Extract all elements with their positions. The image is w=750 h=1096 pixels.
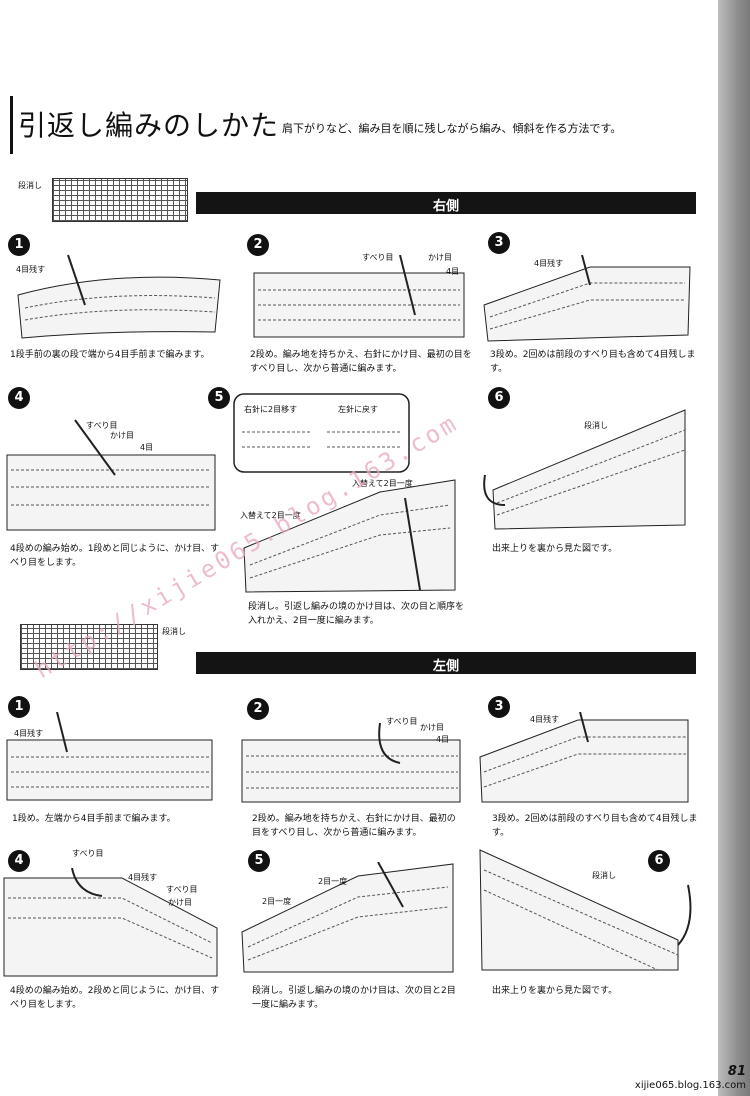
right-step-4-tag-1: すべり目: [86, 421, 118, 430]
right-step-3-number: 3: [488, 232, 510, 254]
right-step-5-callout-bubble: [233, 393, 410, 473]
page-title: 引返し編みのしかた: [18, 109, 280, 142]
left-section-bar: 左側: [196, 652, 696, 674]
left-step-6-number: 6: [648, 850, 670, 872]
right-step-5-tag-1: 右針に2目移す: [244, 405, 298, 414]
right-step-5-tag-2: 左針に戻す: [338, 405, 378, 414]
right-section-label: 右側: [432, 199, 459, 214]
title-rule: [10, 96, 13, 154]
page-subtitle: 肩下がりなど、編み目を順に残しながら編み、傾斜を作る方法です。: [282, 122, 622, 135]
left-step-5-illustration: [241, 862, 454, 973]
right-step-6-number: 6: [488, 387, 510, 409]
right-step-1-tag: 4目残す: [16, 265, 46, 274]
left-step-3-illustration: [479, 712, 689, 803]
left-step-4-tag-4: かけ目: [168, 898, 192, 907]
page-edge-strip: [718, 0, 750, 1096]
right-step-2-tag-2: かけ目: [428, 253, 452, 262]
left-step-4-caption: 4段めの編み始め。2段めと同じように、かけ目、すべり目をします。: [10, 986, 220, 1010]
left-step-4-tag-1: すべり目: [72, 849, 104, 858]
left-step-1-caption: 1段め。左端から4目手前まで編みます。: [12, 814, 176, 824]
left-step-5-tag-1: 2目一度: [318, 877, 348, 886]
right-step-2-illustration: [253, 255, 465, 338]
right-step-6-illustration: [483, 409, 686, 530]
right-step-2-caption: 2段め。編み地を持ちかえ、右針にかけ目、最初の目をすべり目し、次から普通に編みま…: [250, 350, 472, 374]
left-step-2-number: 2: [247, 698, 269, 720]
page-number: 81: [727, 1064, 746, 1079]
right-step-3-tag: 4目残す: [534, 259, 564, 268]
left-step-5-tag-2: 2目一度: [262, 897, 292, 906]
right-step-4-tag-2: かけ目: [110, 431, 134, 440]
right-step-4-tag-3: 4目: [140, 443, 154, 452]
left-step-2-illustration: [241, 722, 461, 803]
left-step-3-number: 3: [488, 696, 510, 718]
right-step-2-tag-3: 4目: [446, 267, 460, 276]
left-step-4-tag-3: すべり目: [166, 885, 198, 894]
left-step-6-caption: 出来上りを裏から見た図です。: [492, 986, 618, 996]
right-step-1-caption: 1段手前の裏の段で端から4目手前まで編みます。: [10, 350, 210, 360]
right-step-5-illustration: [243, 479, 456, 593]
right-step-2-tag-1: すべり目: [362, 253, 394, 262]
right-step-5-caption: 段消し。引返し編みの境のかけ目は、次の目と順序を入れかえ、2目一度に編みます。: [248, 602, 465, 626]
left-step-2-tag-2: かけ目: [420, 723, 444, 732]
left-step-6-tag: 段消し: [592, 871, 616, 880]
right-step-2-number: 2: [247, 234, 269, 256]
right-section-bar: 右側: [196, 192, 696, 214]
right-step-4-number: 4: [8, 387, 30, 409]
left-step-1-number: 1: [8, 696, 30, 718]
left-step-5-number: 5: [248, 850, 270, 872]
right-step-6-tag: 段消し: [584, 421, 608, 430]
left-step-2-caption: 2段め。編み地を持ちかえ、右針にかけ目、最初の目をすべり目し、次から普通に編みま…: [252, 814, 456, 838]
right-step-5-number: 5: [208, 387, 230, 409]
left-chart-grid: [20, 624, 158, 670]
left-step-1-tag: 4目残す: [14, 729, 44, 738]
left-grid-label: 段消し: [162, 627, 186, 636]
right-step-1-number: 1: [8, 234, 30, 256]
left-step-2-tag-3: 4目: [436, 735, 450, 744]
left-step-4-tag-2: 4目残す: [128, 873, 158, 882]
left-step-6-illustration: [479, 849, 692, 971]
right-step-5-tag-4: 入替えて2目一度: [240, 511, 301, 520]
right-step-1-illustration: [17, 254, 221, 339]
left-step-4-number: 4: [8, 850, 30, 872]
right-step-4-illustration: [6, 419, 216, 531]
right-step-4-caption: 4段めの編み始め。1段めと同じように、かけ目、すべり目をします。: [10, 544, 220, 568]
right-step-3-illustration: [483, 255, 691, 342]
right-step-6-caption: 出来上りを裏から見た図です。: [492, 544, 618, 554]
left-step-5-caption: 段消し。引返し編みの境のかけ目は、次の目と2目一度に編みます。: [252, 986, 456, 1010]
left-step-3-tag: 4目残す: [530, 715, 560, 724]
left-section-label: 左側: [432, 659, 459, 674]
right-step-3-caption: 3段め。2回めは前段のすべり目も含めて4目残します。: [490, 350, 696, 374]
right-grid-label: 段消し: [18, 181, 42, 190]
left-step-3-caption: 3段め。2回めは前段のすべり目も含めて4目残します。: [492, 814, 698, 838]
footer-site: xijie065.blog.163.com: [634, 1080, 746, 1091]
right-chart-grid: [52, 178, 188, 222]
left-step-4-illustration: [3, 868, 218, 977]
left-step-1-illustration: [6, 712, 213, 801]
left-step-2-tag-1: すべり目: [386, 717, 418, 726]
right-step-5-tag-3: 入替えて2目一度: [352, 479, 413, 488]
